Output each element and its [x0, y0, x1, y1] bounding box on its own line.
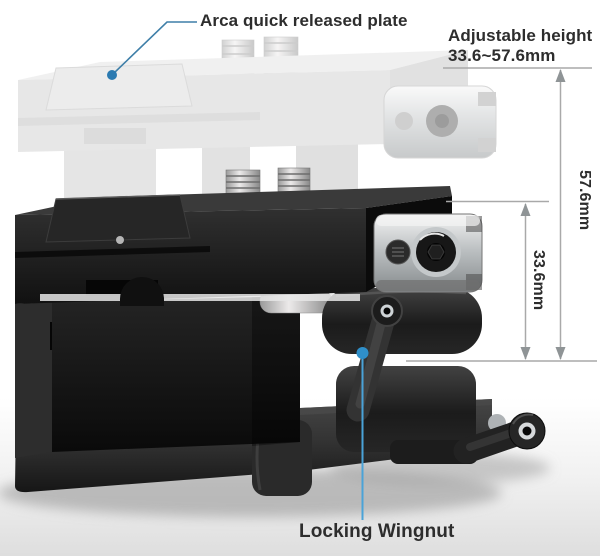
ghost-rod-bracket — [383, 85, 497, 159]
arca-leader-line — [107, 21, 197, 80]
dimension-lines — [406, 67, 597, 362]
adjustable-height-title: Adjustable height — [448, 26, 593, 45]
rear-wingnut-lever — [453, 412, 546, 464]
body-block — [15, 296, 300, 458]
hex-screw — [411, 227, 461, 277]
arca-plate-label: Arca quick released plate — [200, 11, 408, 30]
wingnut-leader-dot — [356, 347, 369, 359]
height-max-dimension-label: 57.6mm — [576, 170, 593, 231]
adjustable-height-label: Adjustable height 33.6~57.6mm — [448, 26, 592, 66]
arca-plate-front — [45, 194, 191, 243]
locking-wingnut-label: Locking Wingnut — [299, 521, 455, 542]
adjustable-height-range: 33.6~57.6mm — [448, 46, 556, 65]
wingnut-leader-line — [356, 347, 369, 520]
arca-leader-dot — [107, 70, 117, 80]
dimension-arrows — [520, 69, 566, 360]
ghost-arca-plate — [45, 63, 193, 111]
ghost-mounting-screws — [221, 36, 455, 95]
rod-bracket — [373, 213, 483, 293]
height-min-dimension-label: 33.6mm — [530, 250, 547, 311]
